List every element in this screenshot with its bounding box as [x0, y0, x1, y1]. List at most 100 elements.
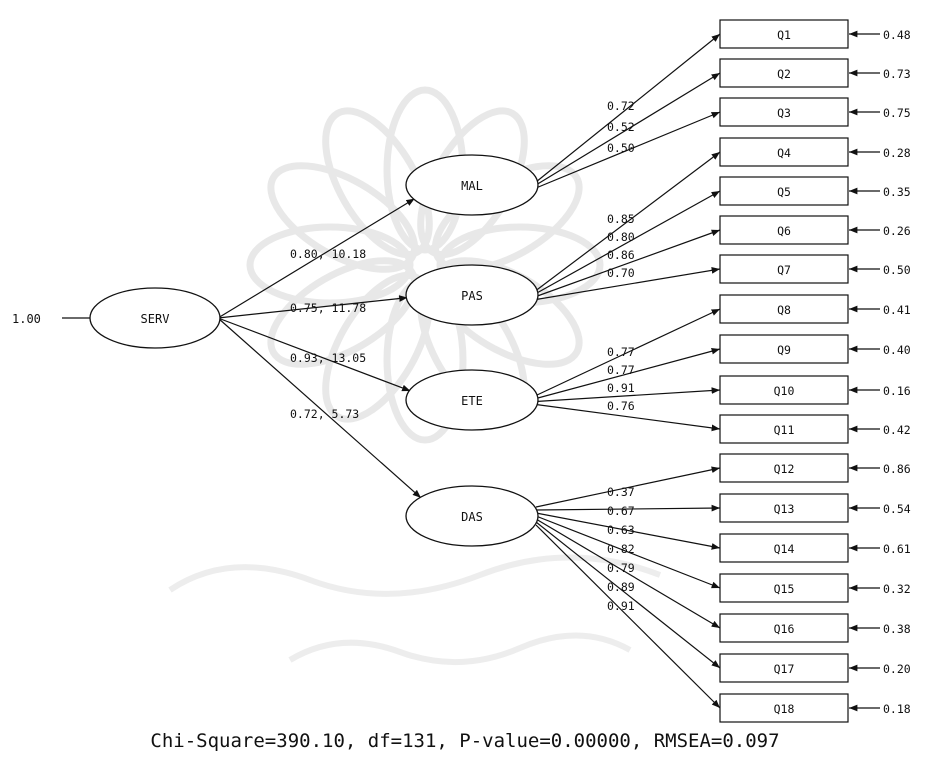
path-serv-ete [217, 317, 411, 392]
loading-label-q17: 0.89 [607, 580, 635, 594]
loading-label-q9: 0.77 [607, 363, 635, 377]
observed-q3-label: Q3 [777, 106, 791, 120]
loading-path-q10 [535, 387, 721, 403]
loading-label-q11: 0.76 [607, 399, 635, 413]
loading-path-q1 [535, 33, 721, 183]
loading-label-q16: 0.79 [607, 561, 635, 575]
observed-q8 [719, 294, 849, 324]
error-variance-q18: 0.18 [883, 702, 911, 716]
observed-q4 [719, 137, 849, 167]
observed-q1 [719, 19, 849, 49]
error-variance-q12: 0.86 [883, 462, 911, 476]
latent-das [405, 485, 539, 547]
loading-path-q3 [535, 111, 721, 189]
error-variance-q10: 0.16 [883, 384, 911, 398]
loading-path-q4 [535, 151, 721, 291]
error-variance-q17: 0.20 [883, 662, 911, 676]
latent-serv [89, 287, 221, 349]
loading-path-q13 [535, 504, 721, 512]
error-variance-q4: 0.28 [883, 146, 911, 160]
loading-label-q10: 0.91 [607, 381, 635, 395]
path-serv-mal [217, 198, 416, 319]
latent-pas-label: PAS [461, 289, 483, 303]
observed-q15 [719, 573, 849, 603]
error-variance-q9: 0.40 [883, 343, 911, 357]
observed-q13-label: Q13 [774, 502, 795, 516]
observed-q4-label: Q4 [777, 146, 791, 160]
observed-q2 [719, 58, 849, 88]
observed-q17 [719, 653, 849, 683]
path-serv-das [217, 317, 422, 499]
loading-label-q2: 0.52 [607, 120, 635, 134]
error-variance-q15: 0.32 [883, 582, 911, 596]
loading-path-q6 [535, 229, 721, 298]
latent-mal-label: MAL [461, 179, 483, 193]
loading-label-q12: 0.37 [607, 485, 635, 499]
loading-path-q17 [535, 521, 721, 669]
watermark [168, 86, 662, 665]
loading-label-q5: 0.80 [607, 230, 635, 244]
observed-q14 [719, 533, 849, 563]
loading-label-q4: 0.85 [607, 212, 635, 226]
loading-label-q18: 0.91 [607, 599, 635, 613]
path-label-mal: 0.80, 10.18 [290, 247, 366, 261]
watermark-petal [246, 223, 414, 307]
observed-q8-label: Q8 [777, 303, 791, 317]
observed-q7-label: Q7 [777, 263, 791, 277]
observed-q16 [719, 613, 849, 643]
observed-q11 [719, 414, 849, 444]
error-variance-q11: 0.42 [883, 423, 911, 437]
error-variance-q7: 0.50 [883, 263, 911, 277]
loading-path-q12 [535, 466, 721, 508]
loading-label-q14: 0.63 [607, 523, 635, 537]
error-variance-q1: 0.48 [883, 28, 911, 42]
loading-label-q13: 0.67 [607, 504, 635, 518]
observed-q6-label: Q6 [777, 224, 791, 238]
latent-pas [405, 264, 539, 326]
observed-q6 [719, 215, 849, 245]
observed-q1-label: Q1 [777, 28, 791, 42]
loading-label-q15: 0.82 [607, 542, 635, 556]
root-variance: 1.00 [12, 312, 41, 326]
observed-q5-label: Q5 [777, 185, 791, 199]
loading-label-q7: 0.70 [607, 266, 635, 280]
observed-q15-label: Q15 [774, 582, 795, 596]
observed-q2-label: Q2 [777, 67, 791, 81]
error-variance-q6: 0.26 [883, 224, 911, 238]
loading-path-q11 [535, 403, 721, 432]
path-label-das: 0.72, 5.73 [290, 407, 359, 421]
loading-path-q8 [535, 308, 721, 397]
loading-label-q3: 0.50 [607, 141, 635, 155]
loading-path-q18 [535, 524, 721, 709]
observed-q13 [719, 493, 849, 523]
error-variance-q14: 0.61 [883, 542, 911, 556]
loading-label-q6: 0.86 [607, 248, 635, 262]
loading-label-q8: 0.77 [607, 345, 635, 359]
latent-mal [405, 154, 539, 216]
latent-ete [405, 369, 539, 431]
error-variance-q8: 0.41 [883, 303, 911, 317]
observed-q17-label: Q17 [774, 662, 795, 676]
latent-serv-label: SERV [141, 312, 170, 326]
observed-q18-label: Q18 [774, 702, 795, 716]
error-variance-q16: 0.38 [883, 622, 911, 636]
loading-path-q14 [535, 512, 721, 550]
path-serv-pas [217, 295, 408, 319]
latent-ete-label: ETE [461, 394, 483, 408]
path-label-ete: 0.93, 13.05 [290, 351, 366, 365]
error-variance-q3: 0.75 [883, 106, 911, 120]
loading-path-q15 [535, 515, 721, 589]
observed-q9 [719, 334, 849, 364]
loading-path-q5 [535, 190, 721, 295]
fit-statistics: Chi-Square=390.10, df=131, P-value=0.000… [150, 730, 780, 752]
error-variance-q2: 0.73 [883, 67, 911, 81]
path-label-pas: 0.75, 11.78 [290, 301, 366, 315]
error-variance-q13: 0.54 [883, 502, 911, 516]
observed-q12-label: Q12 [774, 462, 795, 476]
observed-q3 [719, 97, 849, 127]
observed-q12 [719, 453, 849, 483]
loading-path-q7 [535, 267, 721, 301]
observed-q7 [719, 254, 849, 284]
latent-das-label: DAS [461, 510, 483, 524]
